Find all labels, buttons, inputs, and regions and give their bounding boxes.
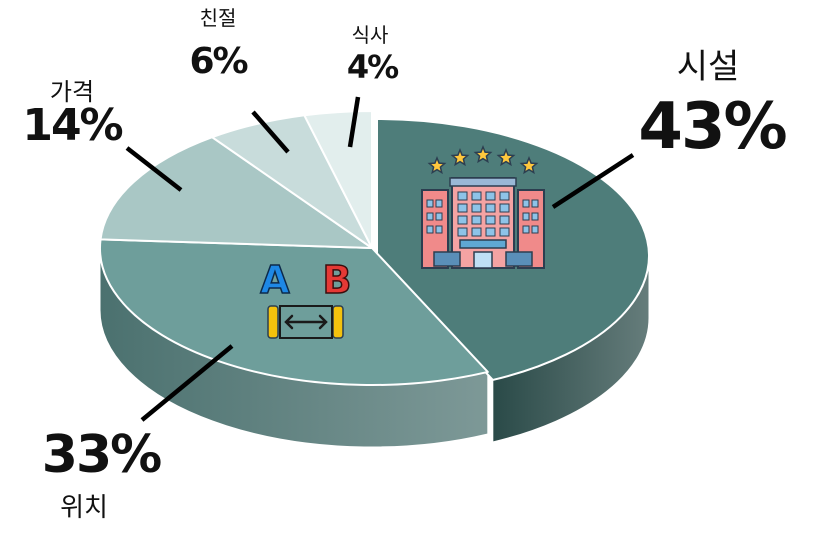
leader-line-0 [551, 153, 635, 209]
hotel-building-icon [421, 145, 545, 269]
value-label-1: 33% [42, 425, 161, 485]
category-label-1: 위치 [60, 493, 108, 523]
letter-a: A [260, 258, 290, 302]
leader-line-4 [347, 96, 361, 148]
pie-slice-1 [99, 238, 489, 386]
pie-slice-4 [303, 110, 373, 249]
category-label-3: 친절 [200, 6, 237, 30]
value-label-4: 4% [347, 48, 399, 86]
letter-b: B [323, 258, 352, 302]
star-icon [519, 156, 539, 175]
pie-slice-2 [99, 136, 373, 249]
value-label-3: 6% [189, 41, 247, 82]
star-icon [427, 156, 447, 175]
star-icon [496, 148, 516, 167]
value-label-0: 43% [638, 90, 786, 164]
value-label-2: 14% [22, 100, 122, 151]
star-icon [473, 145, 493, 164]
star-icon [450, 148, 470, 167]
leader-line-2 [125, 146, 183, 192]
category-label-2: 가격 [50, 78, 94, 106]
leader-line-1 [140, 344, 234, 422]
category-label-4: 식사 [352, 23, 389, 47]
leader-line-3 [251, 110, 290, 154]
category-label-0: 시설 [677, 47, 740, 87]
